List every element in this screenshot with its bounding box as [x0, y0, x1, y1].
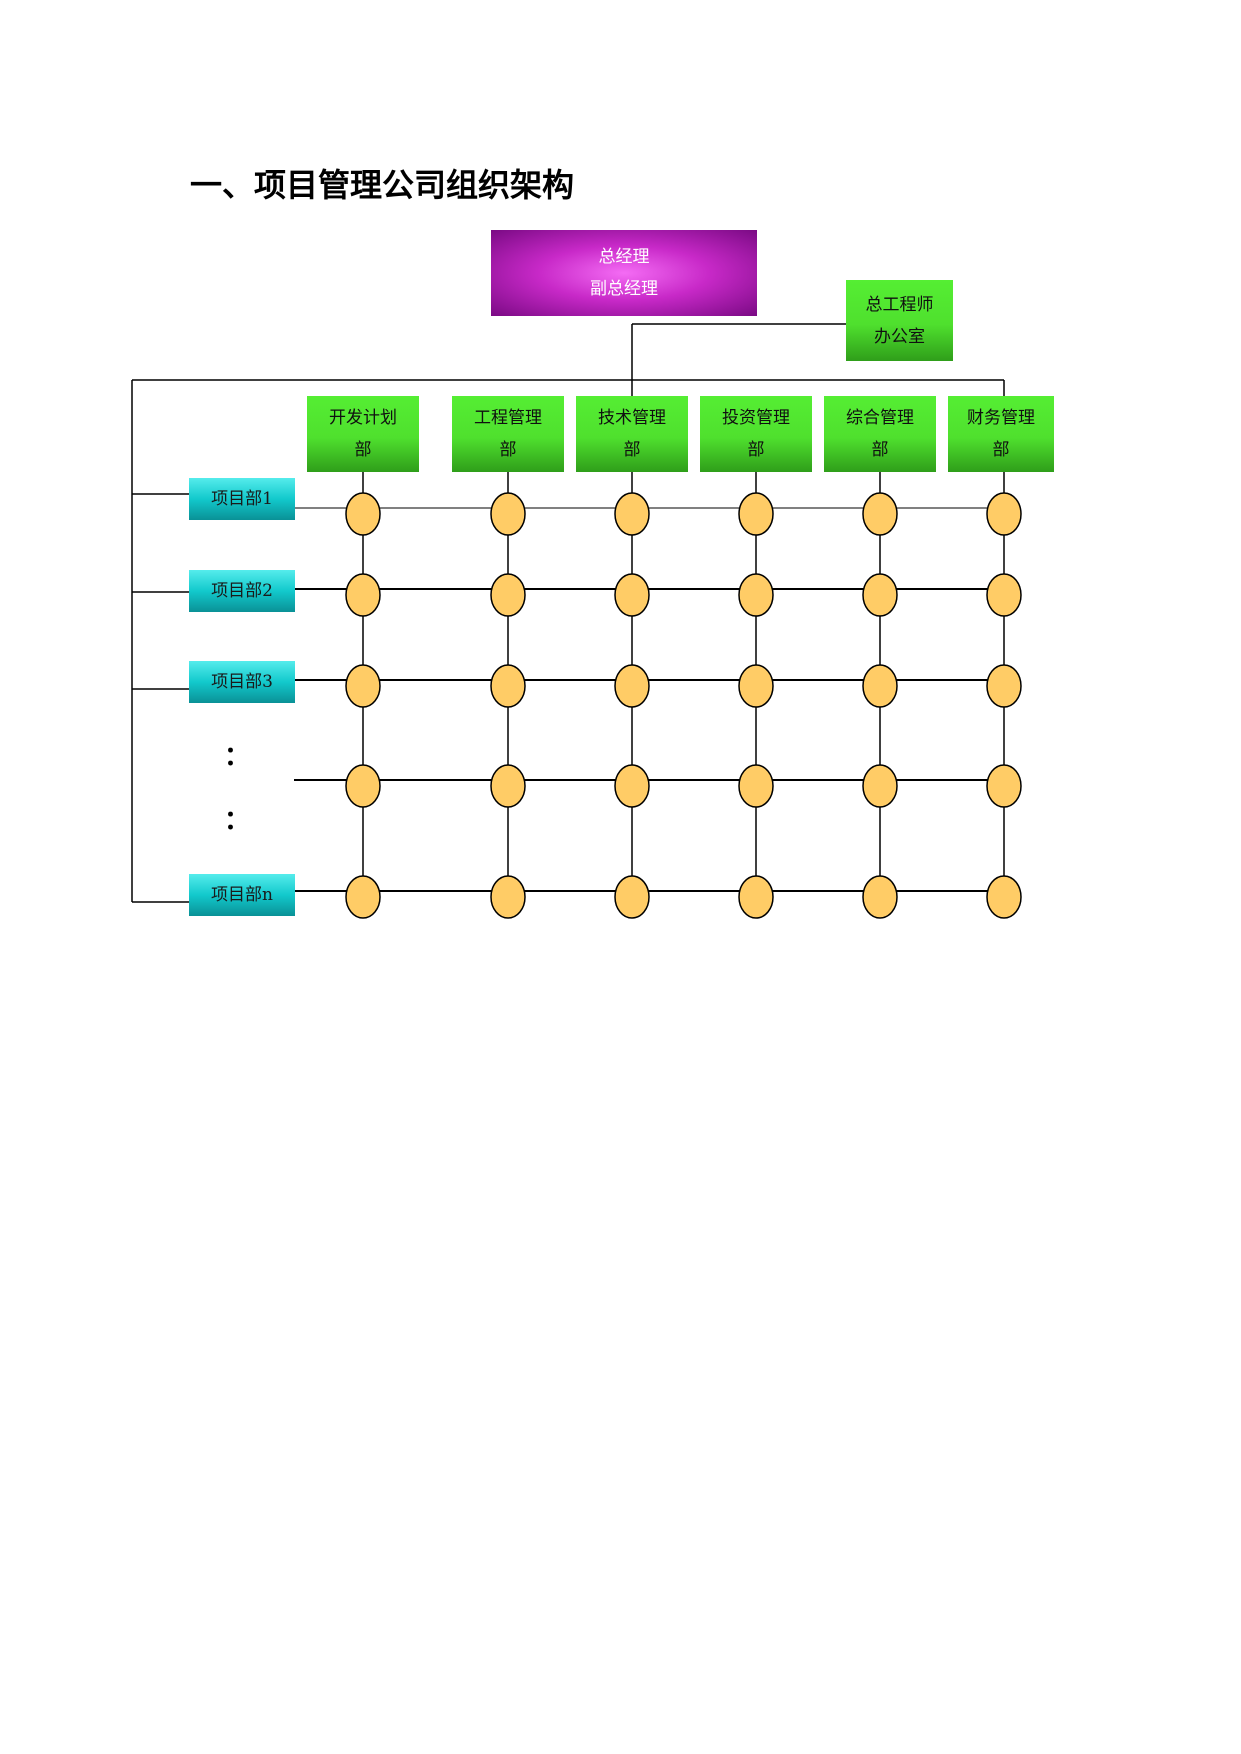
dept-suffix: 部 — [623, 440, 641, 460]
matrix-node — [862, 573, 898, 617]
matrix-node — [738, 875, 774, 919]
matrix-node — [986, 664, 1022, 708]
dept-suffix: 部 — [992, 440, 1010, 460]
matrix-node — [738, 764, 774, 808]
matrix-node — [738, 573, 774, 617]
matrix-node — [614, 573, 650, 617]
dept-label: 开发计划 — [329, 408, 397, 428]
deputy-general-manager-label: 副总经理 — [590, 279, 658, 299]
matrix-node — [345, 492, 381, 536]
project-dept-3: 项目部3 — [189, 661, 295, 703]
matrix-node — [490, 664, 526, 708]
matrix-node — [738, 492, 774, 536]
matrix-node — [490, 875, 526, 919]
dept-financial-management: 财务管理 部 — [948, 396, 1054, 472]
matrix-node — [862, 664, 898, 708]
matrix-node — [345, 764, 381, 808]
vertical-ellipsis: ： — [224, 806, 251, 836]
dept-technical-management: 技术管理 部 — [576, 396, 688, 472]
matrix-node — [986, 875, 1022, 919]
dept-label: 投资管理 — [722, 408, 790, 428]
matrix-node — [738, 664, 774, 708]
project-dept-1: 项目部1 — [189, 478, 295, 520]
matrix-node — [614, 764, 650, 808]
matrix-node — [862, 875, 898, 919]
dept-label: 工程管理 — [474, 408, 542, 428]
dept-suffix: 部 — [747, 440, 765, 460]
matrix-node — [862, 492, 898, 536]
dept-investment-management: 投资管理 部 — [700, 396, 812, 472]
dept-label: 综合管理 — [846, 408, 914, 428]
dept-general-management: 综合管理 部 — [824, 396, 936, 472]
matrix-node — [986, 764, 1022, 808]
project-dept-n: 项目部n — [189, 874, 295, 916]
chief-engineer-office-box: 总工程师 办公室 — [846, 280, 953, 361]
matrix-node — [614, 492, 650, 536]
matrix-node — [490, 573, 526, 617]
dept-suffix: 部 — [871, 440, 889, 460]
matrix-node — [986, 492, 1022, 536]
matrix-node — [986, 573, 1022, 617]
matrix-node — [614, 664, 650, 708]
general-manager-box: 总经理 副总经理 — [491, 230, 757, 316]
dept-label: 技术管理 — [598, 408, 666, 428]
chief-engineer-label: 总工程师 — [865, 294, 934, 315]
matrix-node — [614, 875, 650, 919]
matrix-node — [490, 764, 526, 808]
dept-development-planning: 开发计划 部 — [307, 396, 419, 472]
matrix-node — [345, 573, 381, 617]
dept-suffix: 部 — [499, 440, 517, 460]
dept-label: 财务管理 — [967, 408, 1035, 428]
matrix-node — [862, 764, 898, 808]
vertical-ellipsis: ： — [224, 742, 251, 772]
office-label: 办公室 — [874, 326, 925, 347]
matrix-node — [345, 664, 381, 708]
dept-suffix: 部 — [354, 440, 372, 460]
page-title: 一、项目管理公司组织架构 — [190, 166, 575, 204]
matrix-node — [490, 492, 526, 536]
dept-engineering-management: 工程管理 部 — [452, 396, 564, 472]
general-manager-label: 总经理 — [598, 247, 650, 267]
matrix-node — [345, 875, 381, 919]
project-dept-2: 项目部2 — [189, 570, 295, 612]
